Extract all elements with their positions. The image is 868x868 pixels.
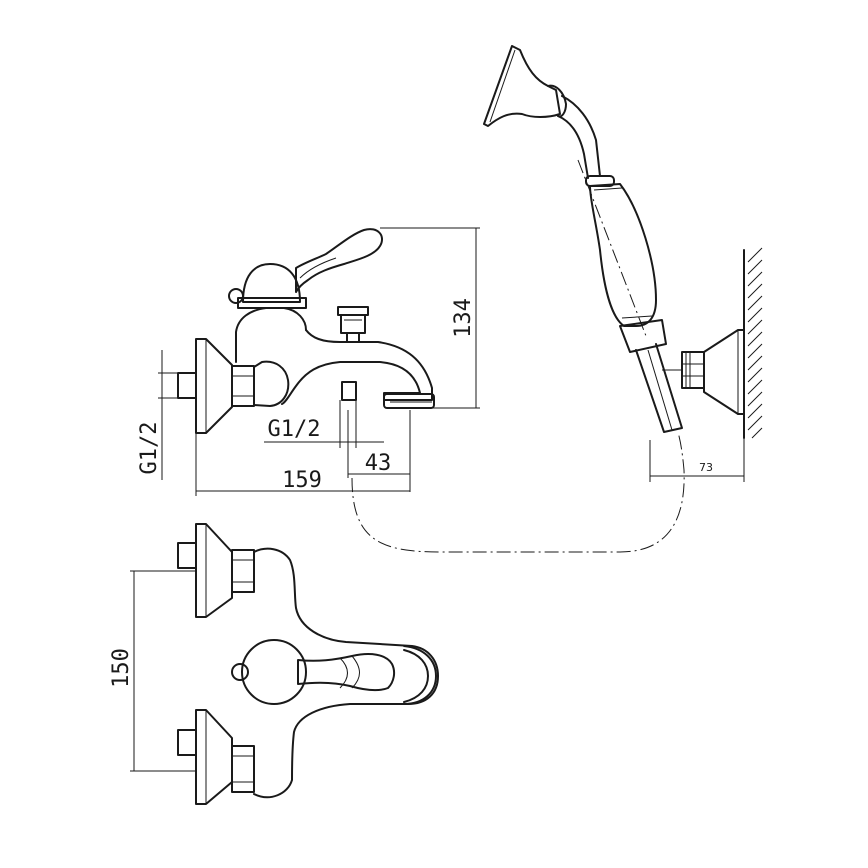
mixer-side-dimensions: 134 G1/2 G1/2 43 159 bbox=[137, 227, 480, 496]
dim-134: 134 bbox=[451, 298, 476, 338]
shower-neck bbox=[561, 95, 601, 177]
mixer-top-view bbox=[177, 523, 439, 805]
dim-73: 73 bbox=[699, 461, 713, 474]
bath-outlet-pin bbox=[341, 381, 357, 401]
hose-centerline bbox=[351, 431, 685, 553]
spout-outlet bbox=[383, 393, 435, 409]
inlet-connector bbox=[177, 372, 197, 399]
dim-150: 150 bbox=[109, 648, 134, 688]
top-cartridge bbox=[241, 639, 307, 705]
hand-shower bbox=[483, 45, 683, 433]
top-spout-end bbox=[403, 645, 437, 705]
hex-nut bbox=[231, 365, 255, 407]
top-hex-nut-lower bbox=[231, 745, 255, 793]
wall-hatch bbox=[747, 247, 763, 439]
shower-head bbox=[483, 45, 561, 127]
holder-nut bbox=[681, 351, 705, 389]
diverter-knob bbox=[337, 306, 369, 316]
dim-g12-left: G1/2 bbox=[137, 422, 162, 475]
top-lever bbox=[297, 653, 396, 692]
side-knob bbox=[228, 288, 244, 304]
shower-handle bbox=[589, 183, 657, 327]
mixer-side-view bbox=[177, 228, 435, 434]
top-flange-upper bbox=[195, 523, 233, 618]
dim-43: 43 bbox=[365, 451, 392, 476]
spout bbox=[281, 329, 433, 405]
shower-holder: 73 bbox=[649, 247, 763, 482]
shower-hose-stem bbox=[635, 343, 683, 433]
lever-handle bbox=[295, 228, 383, 293]
cartridge-dome bbox=[242, 263, 301, 303]
mixer-body bbox=[253, 360, 290, 407]
dim-159: 159 bbox=[282, 468, 322, 493]
dim-g12-spout: G1/2 bbox=[268, 417, 321, 442]
top-body bbox=[253, 547, 439, 799]
mixer-top-dimensions: 150 bbox=[109, 570, 196, 772]
top-hex-nut-upper bbox=[231, 549, 255, 593]
top-flange-lower bbox=[195, 709, 233, 805]
wall-flange bbox=[195, 338, 233, 434]
top-side-knob bbox=[231, 663, 249, 681]
